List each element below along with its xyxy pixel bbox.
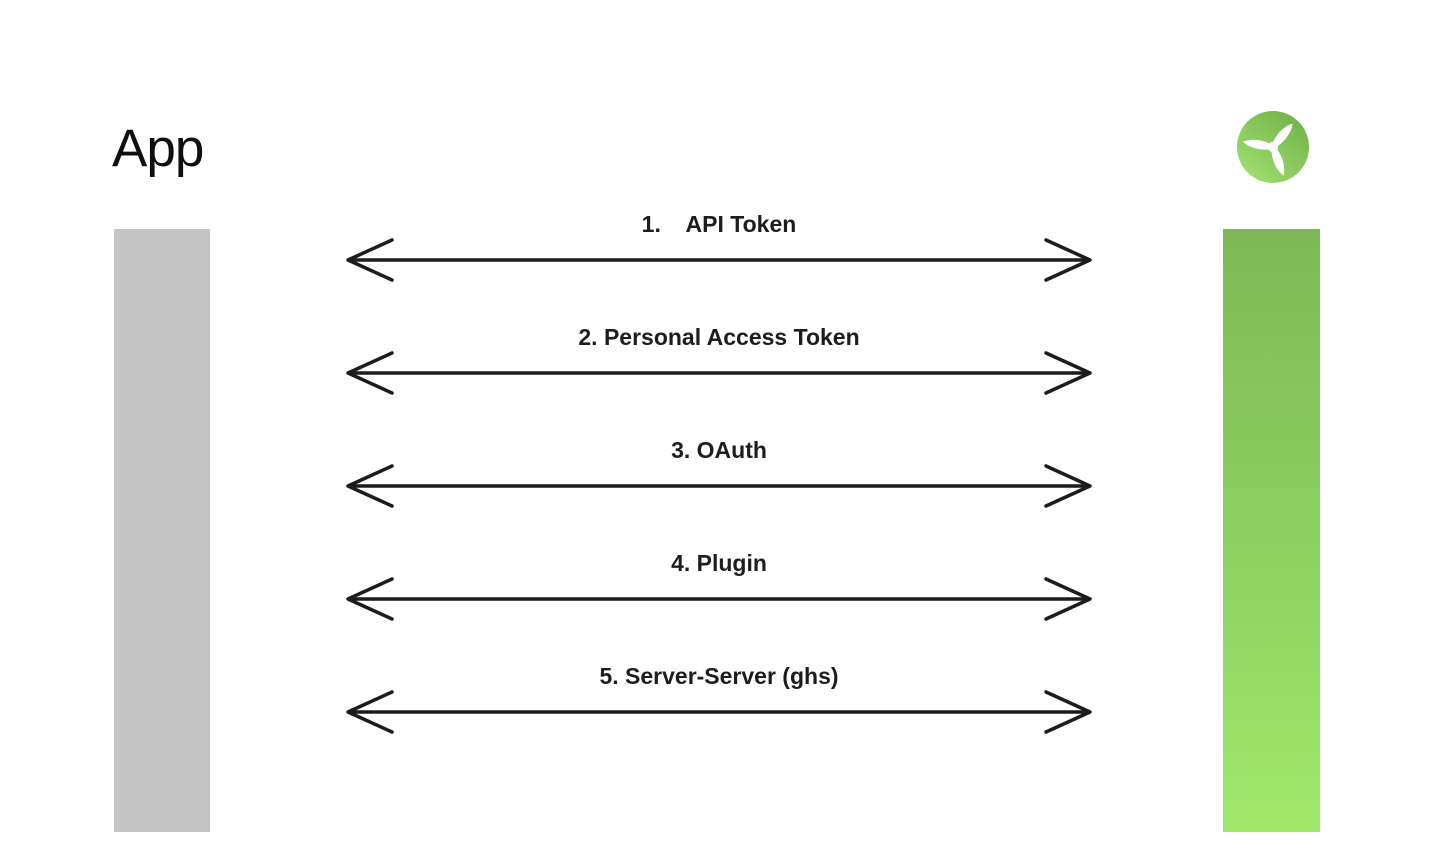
- connection-label: 5. Server-Server (ghs): [599, 663, 839, 689]
- turbine-propeller-icon: [1236, 110, 1310, 184]
- connection-label: 2. Personal Access Token: [578, 324, 860, 350]
- double-arrow-icon: [346, 238, 1092, 282]
- connection-label: 4. Plugin: [671, 550, 767, 576]
- connection-row-plugin: 4. Plugin: [343, 549, 1095, 621]
- connection-label: 3. OAuth: [671, 437, 767, 463]
- service-lifeline-bar: [1223, 229, 1320, 832]
- double-arrow-icon: [346, 464, 1092, 508]
- connection-row-personal-access-token: 2. Personal Access Token: [343, 323, 1095, 395]
- connection-label: 1. API Token: [641, 211, 797, 237]
- double-arrow-icon: [346, 577, 1092, 621]
- connection-row-api-token: 1. API Token: [343, 210, 1095, 282]
- double-arrow-icon: [346, 351, 1092, 395]
- page-title: App: [112, 119, 204, 178]
- double-arrow-icon: [346, 690, 1092, 734]
- app-lifeline-bar: [114, 229, 210, 832]
- turbine-propeller-svg: [1237, 111, 1309, 183]
- connection-row-oauth: 3. OAuth: [343, 436, 1095, 508]
- connection-row-server-server: 5. Server-Server (ghs): [343, 662, 1095, 734]
